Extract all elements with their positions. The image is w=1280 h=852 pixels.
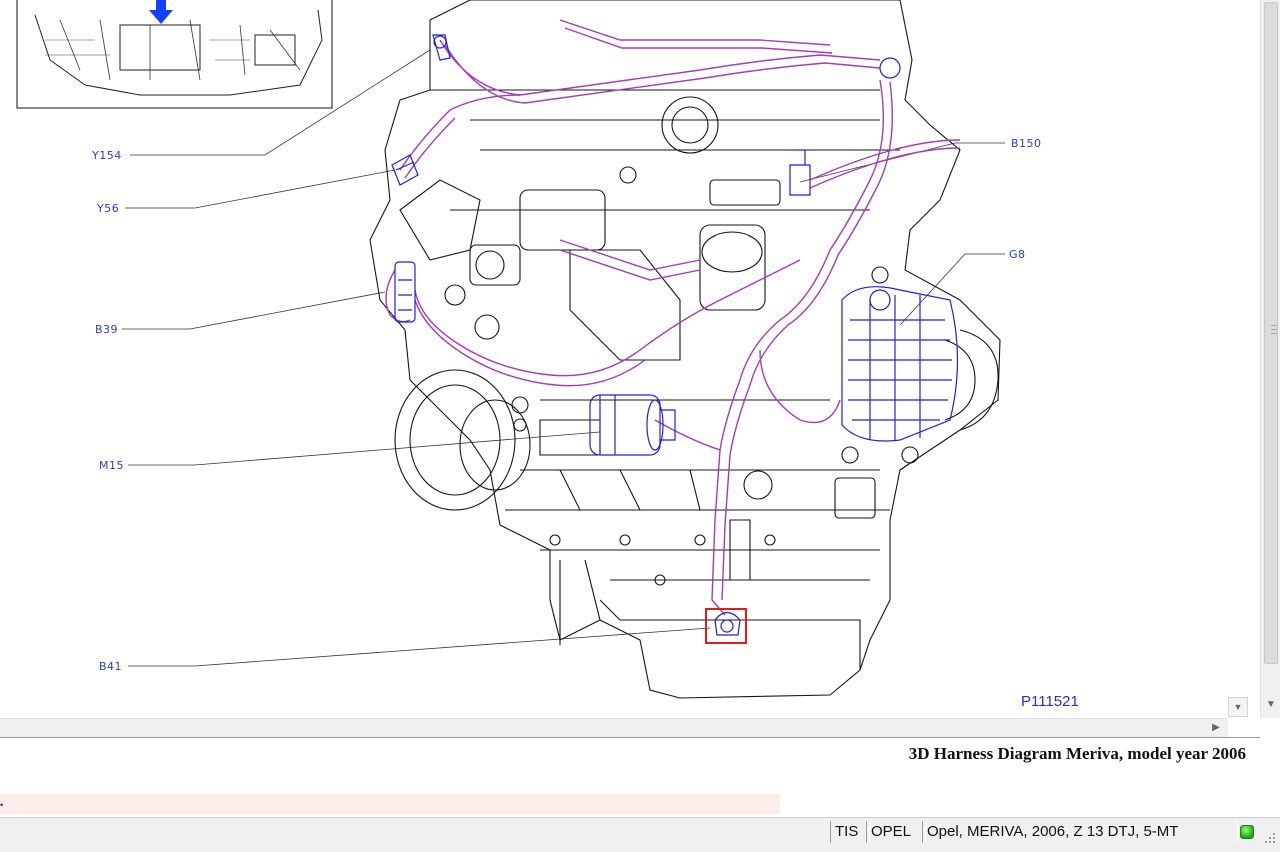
valve-Y56 (391, 154, 419, 186)
locator-thumbnail (16, 0, 333, 109)
location-arrow-icon (149, 0, 173, 24)
engine-block (369, 0, 1001, 699)
arrow-down-icon: ▼ (1233, 702, 1243, 712)
pane-divider (0, 737, 1260, 738)
text-fragment: • (0, 800, 4, 810)
callout-B41[interactable]: B41 (99, 660, 123, 673)
status-brand: OPEL (866, 821, 926, 843)
callout-G8[interactable]: G8 (1009, 248, 1026, 261)
vertical-scroll-thumb[interactable] (1264, 2, 1278, 664)
inner-scroll-down-button[interactable]: ▼ (1228, 697, 1248, 717)
arrow-right-icon[interactable]: ▶ (1212, 722, 1220, 733)
callout-Y154[interactable]: Y154 (92, 149, 122, 162)
text-region: • (0, 794, 780, 814)
diagram-caption: 3D Harness Diagram Meriva, model year 20… (908, 744, 1246, 763)
figure-id: P111521 (1021, 693, 1079, 710)
components (391, 34, 959, 636)
motor-M15 (589, 394, 676, 456)
status-vehicle: Opel, MERIVA, 2006, Z 13 DTJ, 5-MT (922, 821, 1238, 843)
sensor-B39 (394, 261, 416, 323)
callout-M15[interactable]: M15 (99, 459, 124, 472)
highlight-box-B41 (705, 608, 747, 644)
wiring-harness (385, 19, 961, 616)
engine-harness-drawing (16, 0, 1005, 699)
sensor-B150 (789, 149, 811, 196)
callout-B150[interactable]: B150 (1011, 137, 1042, 150)
sensor-B41 (714, 611, 741, 636)
resize-grip-icon[interactable] (1262, 830, 1276, 844)
sensor-Y154 (432, 34, 451, 61)
status-bar: TIS OPEL Opel, MERIVA, 2006, Z 13 DTJ, 5… (0, 817, 1280, 852)
status-led-icon (1240, 825, 1254, 839)
horizontal-scrollbar[interactable]: ▶ (0, 718, 1228, 737)
leader-lines (122, 49, 1005, 667)
callout-B39[interactable]: B39 (95, 323, 119, 336)
alternator-G8 (841, 286, 959, 442)
status-app: TIS (830, 821, 870, 843)
vertical-scrollbar[interactable]: ▼ (1260, 0, 1280, 718)
scroll-down-arrow-icon[interactable]: ▼ (1266, 699, 1276, 710)
diagram-viewport[interactable]: Y154 Y56 B39 M15 B41 B150 G8 P111521 (0, 0, 1228, 718)
callout-Y56[interactable]: Y56 (97, 202, 120, 215)
